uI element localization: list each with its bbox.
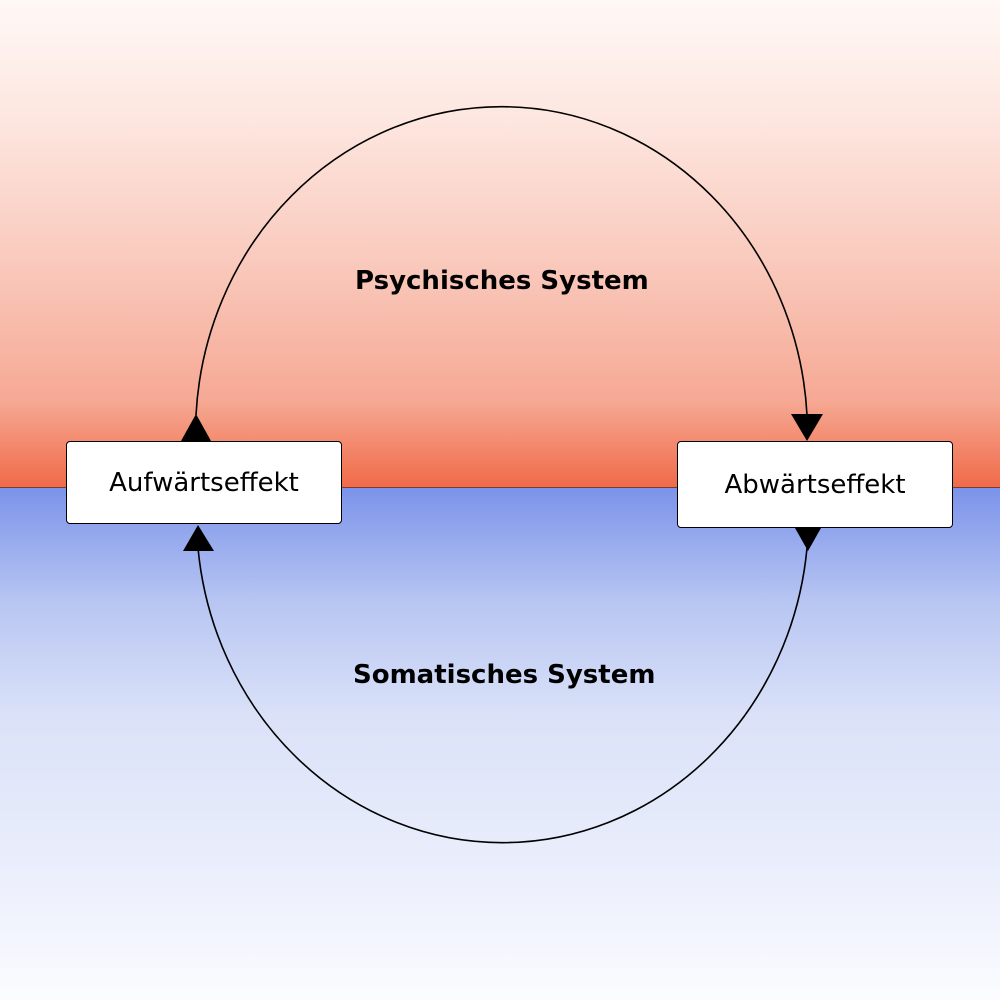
top-arc-edge [195, 105, 808, 416]
arrowhead-up-left-bottom [183, 525, 214, 551]
psychic-system-label: Psychisches System [355, 266, 649, 296]
bottom-arc-edge [197, 547, 808, 844]
somatic-system-label: Somatisches System [353, 660, 656, 690]
arrowhead-down-right-top [791, 414, 823, 441]
system-divider-line [0, 487, 1000, 488]
arrowhead-up-left-top [181, 414, 211, 441]
downward-effect-node: Abwärtseffekt [677, 441, 953, 528]
psychic-system-region [0, 0, 1000, 488]
somatic-system-region [0, 488, 1000, 1000]
downward-effect-label: Abwärtseffekt [724, 469, 906, 500]
upward-effect-label: Aufwärtseffekt [109, 467, 299, 498]
arrowhead-down-right-bottom [795, 528, 821, 551]
upward-effect-node: Aufwärtseffekt [66, 441, 342, 524]
